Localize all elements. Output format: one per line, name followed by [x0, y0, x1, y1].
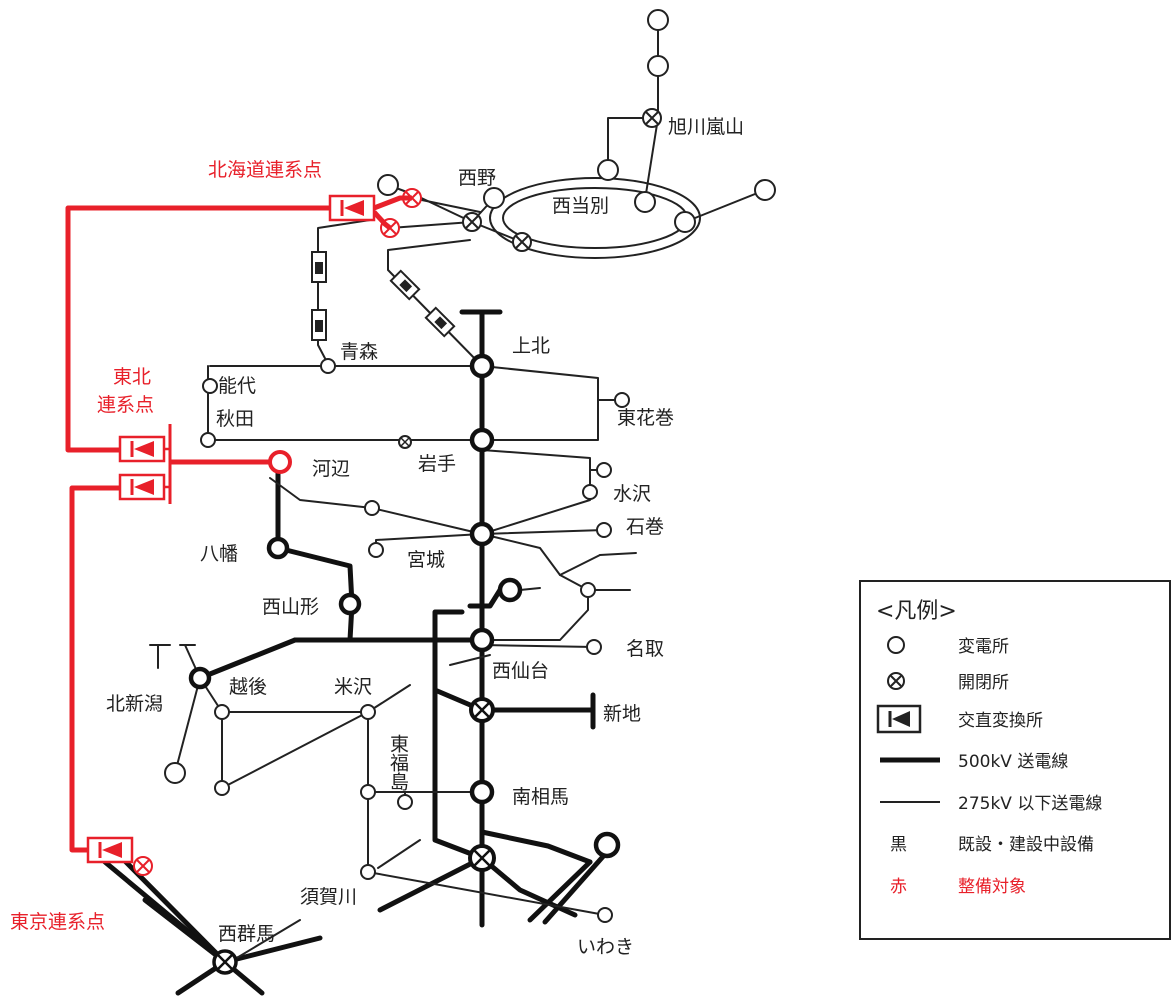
- label-asahikawa-ranzan: 旭川嵐山: [668, 116, 744, 138]
- target-lines: [65, 205, 330, 853]
- legend-275kv-label: 275kV 以下送電線: [958, 794, 1102, 814]
- legend-500kv-label: 500kV 送電線: [958, 752, 1068, 772]
- converter-tohoku-1: [118, 424, 172, 472]
- substations-275kv: [164, 9, 776, 923]
- switching-station-icon: [642, 108, 662, 128]
- label-ishinomaki: 石巻: [626, 516, 664, 538]
- label-iwate: 岩手: [418, 453, 456, 475]
- substation-icon: [887, 636, 905, 654]
- legend-substation-label: 変電所: [958, 637, 1009, 657]
- label-higashi-fukushima: 東福島: [387, 734, 409, 792]
- label-noshiro: 能代: [218, 375, 256, 397]
- legend-converter-label: 交直変換所: [958, 711, 1043, 731]
- label-kamikita: 上北: [512, 335, 550, 357]
- label-nishino: 西野: [458, 167, 496, 189]
- dc-links-hokkaido-honshu: [311, 251, 456, 341]
- converter-hokkaido: [328, 194, 376, 222]
- station-labels: 旭川嵐山 西野 西当別 北海道連系点 青森 上北 東北 連系点 能代 秋田 東花…: [10, 116, 744, 958]
- legend-red-key: 赤: [890, 877, 907, 897]
- lines-275kv: [149, 19, 766, 963]
- switching-station-icon: [468, 844, 496, 872]
- label-nishi-gunma: 西群馬: [218, 923, 275, 945]
- label-nishi-tobetsu: 西当別: [552, 195, 609, 217]
- legend-black-label: 既設・建設中設備: [958, 835, 1094, 855]
- legend-black-key: 黒: [890, 835, 907, 855]
- label-tohoku-link-1: 東北: [113, 366, 151, 388]
- label-iwaki: いわき: [577, 936, 634, 958]
- switching-station-icon: [133, 856, 153, 876]
- switching-station-icon: [469, 697, 495, 723]
- legend-title: <凡例>: [876, 599, 957, 624]
- switching-station-icon: [398, 435, 412, 449]
- label-akita: 秋田: [216, 408, 254, 430]
- label-nishi-sendai: 西仙台: [492, 660, 549, 682]
- label-hokkaido-link: 北海道連系点: [208, 159, 322, 181]
- label-kawabe: 河辺: [312, 458, 350, 480]
- label-miyagi: 宮城: [407, 549, 445, 571]
- legend-red-label: 整備対象: [958, 877, 1026, 897]
- label-echigo: 越後: [229, 676, 267, 698]
- label-mizusawa: 水沢: [613, 483, 651, 505]
- label-aomori: 青森: [340, 341, 378, 363]
- kawabe-substation: [268, 450, 292, 474]
- converter-tokyo: [86, 836, 134, 864]
- legend-switching-label: 開閉所: [958, 673, 1009, 693]
- switching-station-icon: [462, 212, 482, 232]
- label-tohoku-link-2: 連系点: [97, 394, 154, 416]
- label-yahata: 八幡: [200, 543, 238, 565]
- label-higashi-hanamaki: 東花巻: [617, 407, 674, 429]
- substations-500kv: [188, 353, 621, 859]
- switching-station-icon: [212, 949, 238, 975]
- label-shinchi: 新地: [603, 703, 641, 725]
- label-kita-niigata: 北新潟: [106, 693, 163, 715]
- switching-stations: [133, 108, 662, 975]
- ac-dc-converter-icon: [876, 704, 922, 734]
- label-tokyo-link: 東京連系点: [10, 911, 105, 933]
- label-natori: 名取: [626, 638, 664, 660]
- label-nishi-yamagata: 西山形: [262, 596, 319, 618]
- converter-tohoku-2: [118, 462, 172, 504]
- label-sukagawa: 須賀川: [300, 886, 357, 908]
- legend: <凡例> 変電所 開閉所 交直変換所 500kV 送電線 275kV 以下送電線…: [859, 580, 1171, 940]
- label-minami-soma: 南相馬: [512, 786, 569, 808]
- switching-station-icon: [887, 672, 905, 690]
- switching-station-icon: [512, 232, 532, 252]
- label-yonezawa: 米沢: [334, 676, 372, 698]
